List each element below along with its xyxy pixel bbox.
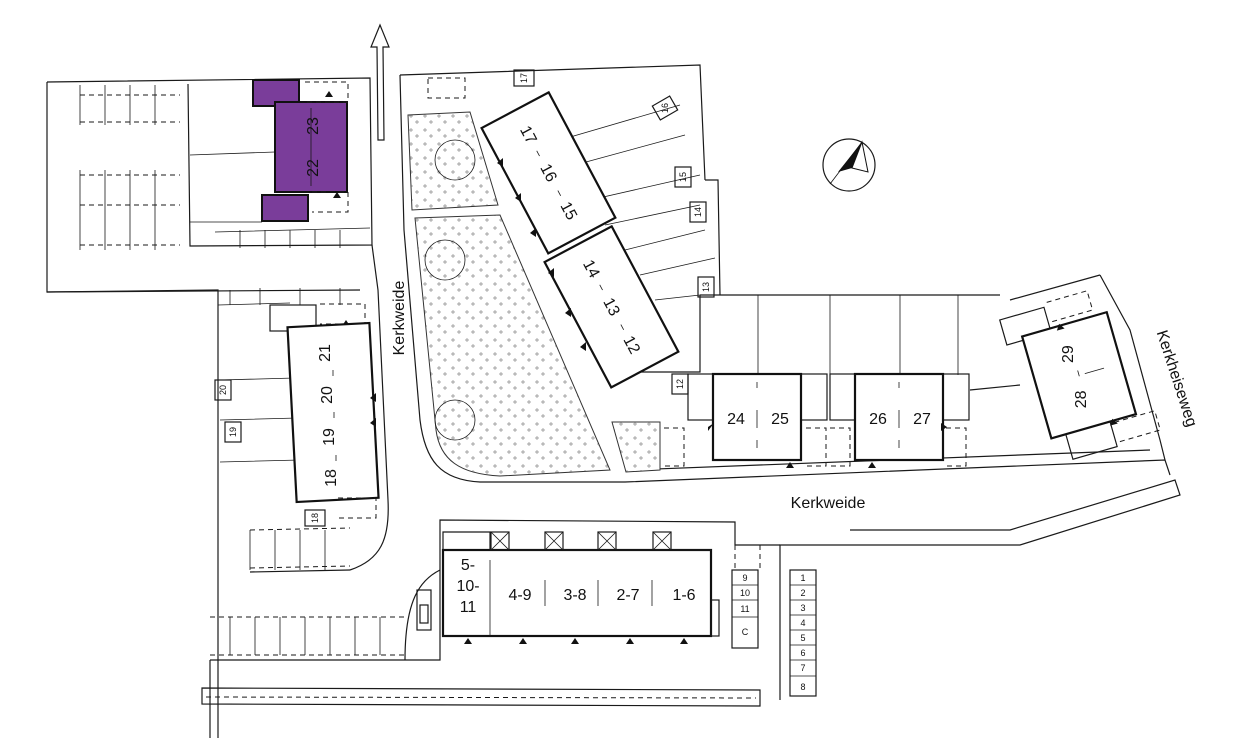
- unit-label-28: 28: [1073, 390, 1090, 408]
- unit-label-12: 12: [620, 333, 643, 357]
- svg-text:5: 5: [800, 633, 805, 643]
- unit-label-4-9: 4-9: [508, 587, 531, 604]
- building-28-29[interactable]: 29 28: [998, 282, 1162, 468]
- unit-label-29: 29: [1060, 345, 1077, 363]
- street-label-kerkweide-horizontal: Kerkweide: [791, 495, 866, 512]
- svg-text:6: 6: [800, 648, 805, 658]
- unit-label-5: 5-: [461, 557, 475, 574]
- building-1-11[interactable]: 5- 10- 11 4-9 3-8 2-7 1-6: [416, 531, 720, 644]
- svg-text:9: 9: [742, 573, 747, 583]
- unit-label-27: 27: [913, 411, 931, 428]
- svg-text:20: 20: [218, 385, 228, 395]
- svg-text:16: 16: [660, 103, 670, 113]
- svg-text:2: 2: [800, 588, 805, 598]
- svg-text:3: 3: [800, 603, 805, 613]
- unit-label-15: 15: [557, 199, 580, 223]
- road-outlines: [46, 64, 1181, 738]
- svg-text:10: 10: [740, 588, 750, 598]
- building-12-14[interactable]: 14 13 12: [543, 224, 680, 389]
- unit-label-21: 21: [317, 344, 334, 362]
- building-24-25[interactable]: 24 25: [664, 372, 828, 468]
- building-15-17[interactable]: 17 16 15: [480, 90, 617, 255]
- svg-text:14: 14: [693, 207, 703, 217]
- svg-text:12: 12: [675, 379, 685, 389]
- building-26-27[interactable]: 26 27: [829, 372, 970, 468]
- storage-block-1-8: 1 2 3 4 5 6 7 8: [789, 569, 817, 697]
- unit-label-18: 18: [323, 469, 340, 487]
- unit-label-2-7: 2-7: [616, 587, 639, 604]
- street-label-kerkheiseweg: Kerkheiseweg: [1153, 328, 1200, 429]
- unit-label-25: 25: [771, 411, 789, 428]
- unit-label-20: 20: [319, 386, 336, 404]
- building-22-23-highlighted[interactable]: 23 22: [252, 79, 349, 222]
- north-road-arrow: [370, 23, 390, 141]
- svg-text:4: 4: [800, 618, 805, 628]
- unit-label-23: 23: [305, 117, 322, 135]
- svg-text:17: 17: [519, 73, 529, 83]
- unit-label-11: 11: [460, 599, 477, 616]
- parking-tags-west: 20 19 18: [214, 379, 326, 527]
- unit-label-10: 10-: [456, 578, 479, 595]
- unit-label-17: 17: [516, 123, 539, 147]
- svg-text:19: 19: [228, 427, 238, 437]
- svg-text:15: 15: [678, 172, 688, 182]
- unit-label-19: 19: [321, 428, 338, 446]
- svg-text:8: 8: [800, 682, 805, 692]
- svg-text:18: 18: [310, 513, 320, 523]
- svg-text:1: 1: [800, 573, 805, 583]
- unit-label-16: 16: [536, 161, 559, 185]
- svg-text:C: C: [742, 627, 749, 637]
- unit-label-14: 14: [579, 257, 602, 281]
- svg-text:11: 11: [740, 604, 749, 614]
- svg-text:7: 7: [800, 663, 805, 673]
- unit-label-26: 26: [869, 411, 887, 428]
- svg-text:13: 13: [701, 282, 711, 292]
- building-18-21[interactable]: 21 20 19 18: [269, 303, 380, 519]
- unit-label-3-8: 3-8: [563, 587, 586, 604]
- storage-block-9-c: 9 10 11 C: [731, 569, 759, 649]
- unit-label-1-6: 1-6: [672, 587, 695, 604]
- unit-label-24: 24: [727, 411, 745, 428]
- unit-label-13: 13: [599, 295, 622, 319]
- storage-boxes: [490, 531, 672, 551]
- unit-label-22: 22: [305, 159, 322, 177]
- street-label-kerkweide-vertical: Kerkweide: [391, 281, 408, 356]
- green-areas: [407, 111, 661, 477]
- north-arrow-icon: [822, 138, 876, 192]
